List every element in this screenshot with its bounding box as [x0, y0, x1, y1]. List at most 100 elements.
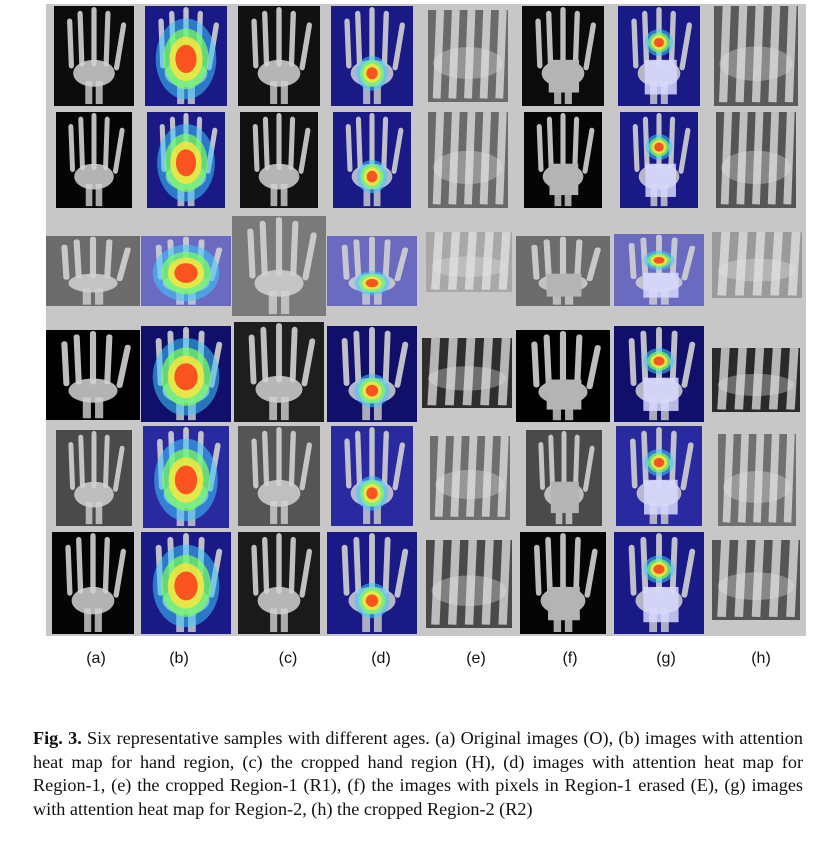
column-label-d: (d) [371, 650, 391, 667]
xray-image-crop-r1 [428, 112, 508, 208]
column-label-a: (a) [86, 650, 106, 667]
figure-cell-r6-c [232, 530, 326, 634]
figure-cell-r6-d [325, 530, 419, 634]
figure-cell-r3-g [612, 216, 706, 320]
caption-label: Fig. 3. [33, 728, 82, 748]
xray-image-erased [522, 6, 604, 106]
xray-image-crop-r2 [718, 434, 796, 526]
xray-image-heat-region [331, 6, 413, 106]
xray-image-crop-r2 [712, 232, 802, 298]
figure-cell-r5-b [139, 424, 233, 528]
xray-image-heat-hand [141, 532, 231, 634]
caption-text: Six representative samples with differen… [33, 728, 803, 819]
xray-image-heat-region2 [614, 326, 704, 422]
figure-cell-r1-c [232, 4, 326, 108]
xray-image-erased [524, 112, 602, 208]
xray-image-heat-hand [147, 112, 225, 208]
figure-cell-r4-e [420, 320, 514, 424]
figure-cell-r5-e [420, 424, 514, 528]
xray-image-crop-r1 [422, 338, 512, 408]
xray-image-erased [516, 236, 610, 306]
xray-image-crop-r2 [712, 540, 800, 620]
figure-cell-r3-b [139, 216, 233, 320]
xray-image-crop-r2 [714, 6, 798, 106]
figure-cell-r1-g [612, 4, 706, 108]
figure-cell-r2-d [325, 108, 419, 212]
figure-cell-r2-c [232, 108, 326, 212]
figure-cell-r4-c [232, 320, 326, 424]
figure-cell-r6-e [420, 530, 514, 634]
figure-cell-r1-h [708, 4, 802, 108]
xray-image-erased [526, 430, 602, 526]
figure-cell-r6-f [516, 530, 610, 634]
xray-image-heat-region [327, 326, 417, 422]
figure-cell-r5-h [708, 424, 802, 528]
xray-image-cropped-hand [234, 322, 324, 422]
figure-cell-r2-b [139, 108, 233, 212]
xray-image-heat-region2 [614, 532, 704, 634]
figure-cell-r3-c [232, 216, 326, 320]
column-label-g: (g) [656, 650, 676, 667]
figure-cell-r4-g [612, 320, 706, 424]
xray-image-original [56, 112, 132, 208]
xray-image-crop-r1 [426, 232, 512, 292]
xray-image-original [52, 532, 134, 634]
xray-image-crop-r1 [430, 436, 510, 520]
xray-image-original [46, 330, 140, 420]
figure-cell-r5-f [516, 424, 610, 528]
xray-image-heat-region [333, 112, 411, 208]
xray-image-cropped-hand [238, 532, 320, 634]
figure-cell-r1-d [325, 4, 419, 108]
figure-cell-r3-h [708, 216, 802, 320]
xray-image-crop-r2 [716, 112, 796, 208]
column-label-f: (f) [562, 650, 578, 667]
xray-image-cropped-hand [240, 112, 318, 208]
figure-cell-r4-f [516, 320, 610, 424]
figure-cell-r1-f [516, 4, 610, 108]
xray-image-heat-region [327, 532, 417, 634]
xray-image-heat-region2 [618, 6, 700, 106]
xray-image-erased [516, 330, 610, 422]
figure-cell-r2-a [46, 108, 140, 212]
column-label-e: (e) [466, 650, 486, 667]
xray-image-crop-r2 [712, 348, 800, 412]
figure-cell-r2-f [516, 108, 610, 212]
column-label-h: (h) [751, 650, 771, 667]
xray-image-heat-region2 [614, 234, 704, 306]
figure-cell-r1-e [420, 4, 514, 108]
column-label-c: (c) [278, 650, 298, 667]
xray-image-heat-hand [143, 426, 229, 528]
figure-cell-r3-e [420, 216, 514, 320]
xray-image-original [54, 6, 134, 106]
figure-cell-r6-g [612, 530, 706, 634]
xray-image-crop-r1 [426, 540, 512, 628]
figure-cell-r3-a [46, 216, 140, 320]
column-label-b: (b) [169, 650, 189, 667]
figure-caption: Fig. 3. Six representative samples with … [33, 727, 803, 821]
xray-image-heat-hand [141, 236, 231, 306]
xray-image-heat-region2 [616, 426, 702, 526]
xray-image-heat-hand [141, 326, 231, 422]
xray-image-crop-r1 [428, 10, 508, 102]
xray-image-cropped-hand [232, 216, 326, 316]
figure-grid [46, 4, 806, 636]
figure-cell-r1-b [139, 4, 233, 108]
figure-cell-r3-f [516, 216, 610, 320]
figure-cell-r2-g [612, 108, 706, 212]
figure-cell-r2-e [420, 108, 514, 212]
figure-cell-r4-a [46, 320, 140, 424]
xray-image-original [46, 236, 140, 306]
figure-cell-r2-h [708, 108, 802, 212]
xray-image-heat-region [327, 236, 417, 306]
xray-image-cropped-hand [238, 6, 320, 106]
figure-cell-r1-a [46, 4, 140, 108]
xray-image-erased [520, 532, 606, 634]
figure-cell-r6-b [139, 530, 233, 634]
figure-cell-r6-a [46, 530, 140, 634]
xray-image-cropped-hand [238, 426, 320, 526]
figure-cell-r4-b [139, 320, 233, 424]
xray-image-original [56, 430, 132, 526]
figure-cell-r4-h [708, 320, 802, 424]
figure-cell-r3-d [325, 216, 419, 320]
figure-cell-r6-h [708, 530, 802, 634]
